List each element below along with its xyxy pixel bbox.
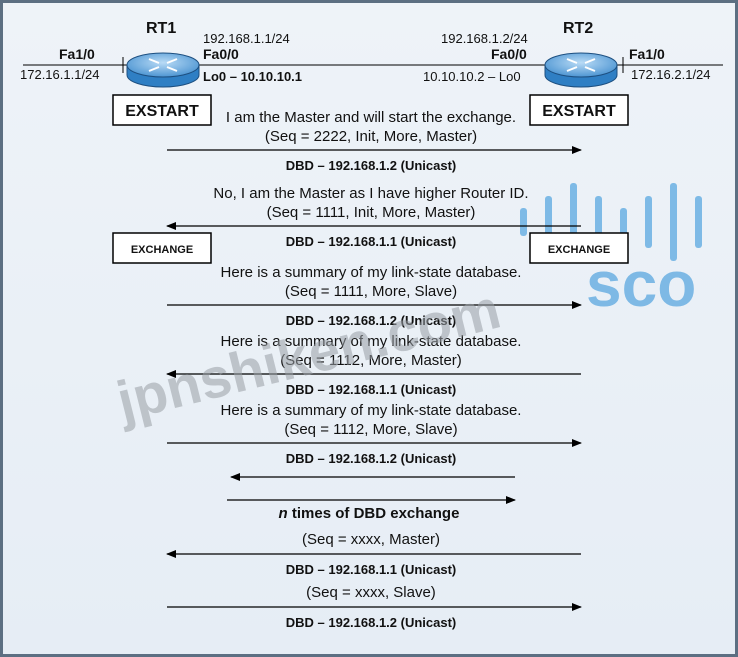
final-message-2-dbd-label: DBD – 192.168.1.2 (Unicast)	[286, 615, 457, 630]
final-message-2-seq: (Seq = xxxx, Slave)	[306, 584, 436, 601]
rt2-exchange-label: EXCHANGE	[548, 244, 610, 256]
message-4-dbd-label: DBD – 192.168.1.1 (Unicast)	[286, 382, 457, 397]
final-message-1-seq: (Seq = xxxx, Master)	[302, 531, 440, 548]
rt2-fa00-label: Fa0/0	[491, 46, 527, 62]
rt1-lo0: Lo0 – 10.10.10.1	[203, 69, 302, 84]
rt1-fa00-ip: 192.168.1.1/24	[203, 31, 290, 46]
message-2-dbd-label: DBD – 192.168.1.1 (Unicast)	[286, 234, 457, 249]
message-4-text: Here is a summary of my link-state datab…	[221, 333, 522, 350]
message-1-seq: (Seq = 2222, Init, More, Master)	[265, 128, 477, 145]
rt1-exchange-label: EXCHANGE	[131, 244, 193, 256]
message-2-seq: (Seq = 1111, Init, More, Master)	[267, 204, 476, 221]
final-message-1-dbd-label: DBD – 192.168.1.1 (Unicast)	[286, 562, 457, 577]
message-1-text: I am the Master and will start the excha…	[226, 109, 516, 126]
rt1-fa10-ip: 172.16.1.1/24	[20, 67, 100, 82]
message-3-seq: (Seq = 1111, More, Slave)	[285, 283, 457, 300]
rt1-name: RT1	[146, 20, 176, 37]
rt2-name: RT2	[563, 20, 593, 37]
ospf-exchange-diagram: sco RT1 192.168.1.1/24 Fa0/0 Fa1/0 172.1…	[20, 20, 723, 630]
message-sequence: I am the Master and will start the excha…	[166, 109, 582, 630]
message-3-dbd-label: DBD – 192.168.1.2 (Unicast)	[286, 313, 457, 328]
rt2-exchange-box: EXCHANGE	[529, 232, 629, 264]
rt1-fa10-label: Fa1/0	[59, 46, 95, 62]
rt1-exstart-box: EXSTART	[112, 94, 212, 126]
message-5-dbd-label: DBD – 192.168.1.2 (Unicast)	[286, 451, 457, 466]
message-5-text: Here is a summary of my link-state datab…	[221, 402, 522, 419]
message-2-text: No, I am the Master as I have higher Rou…	[213, 185, 528, 202]
rt2-fa10-label: Fa1/0	[629, 46, 665, 62]
message-1-dbd-label: DBD – 192.168.1.2 (Unicast)	[286, 158, 457, 173]
message-5-seq: (Seq = 1112, More, Slave)	[284, 421, 457, 438]
rt1-fa00-label: Fa0/0	[203, 46, 239, 62]
rt2-fa10-ip: 172.16.2.1/24	[631, 67, 711, 82]
n-times-label: n times of DBD exchange	[279, 505, 460, 522]
rt2-fa00-ip: 192.168.1.2/24	[441, 31, 528, 46]
rt2-exstart-label: EXSTART	[542, 103, 616, 120]
rt1-exstart-label: EXSTART	[125, 103, 199, 120]
rt2-router-icon	[544, 52, 618, 88]
rt1-exchange-box: EXCHANGE	[112, 232, 212, 264]
message-3-text: Here is a summary of my link-state datab…	[221, 264, 522, 281]
message-4-seq: (Seq = 1112, More, Master)	[280, 352, 462, 369]
rt2-lo0: 10.10.10.2 – Lo0	[423, 69, 521, 84]
rt2-exstart-box: EXSTART	[529, 94, 629, 126]
rt1-router-icon	[126, 52, 200, 88]
